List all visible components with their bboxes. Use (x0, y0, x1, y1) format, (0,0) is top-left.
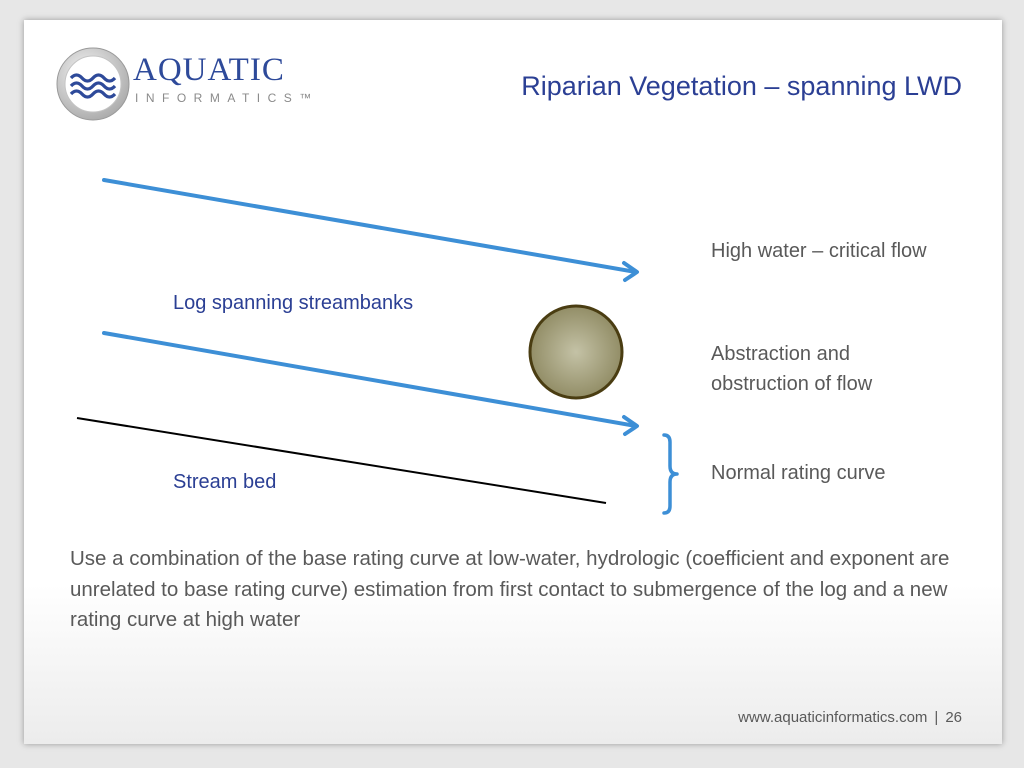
slide-title: Riparian Vegetation – spanning LWD (521, 71, 962, 101)
abstraction-label-line1: Abstraction and (711, 343, 850, 365)
stream-bed-line (76, 417, 607, 504)
slide-background (24, 20, 1002, 744)
high-water-arrow (102, 178, 639, 282)
abstraction-label-line2: obstruction of flow (711, 373, 873, 395)
normal-rating-bracket (662, 433, 679, 515)
high-water-label: High water – critical flow (711, 240, 927, 262)
footer-url: www.aquaticinformatics.com (738, 709, 928, 726)
log-level-arrow (102, 331, 639, 436)
page-number: 26 (945, 709, 962, 726)
slide-footer: www.aquaticinformatics.com | 26 (738, 706, 962, 730)
stream-bed-label: Stream bed (173, 471, 277, 493)
footer-separator: | (934, 709, 939, 726)
logo-subtitle: INFORMATICS™ (135, 91, 319, 105)
wave-emblem-icon (56, 47, 130, 121)
company-logo: AQUATIC INFORMATICS™ (55, 46, 311, 122)
normal-rating-label: Normal rating curve (711, 462, 886, 484)
logo-wordmark: AQUATIC (133, 52, 285, 88)
log-spanning-label: Log spanning streambanks (173, 292, 414, 314)
log-cross-section (528, 304, 624, 400)
body-paragraph: Use a combination of the base rating cur… (70, 547, 950, 631)
